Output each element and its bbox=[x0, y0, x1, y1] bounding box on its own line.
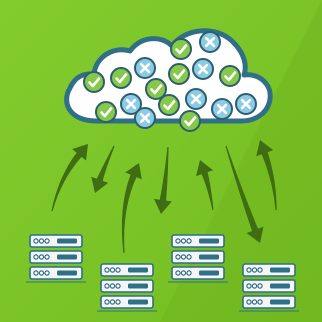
check-icon bbox=[179, 110, 201, 132]
cross-icon bbox=[185, 88, 207, 110]
upload-arrow-icon bbox=[256, 140, 277, 211]
server-icon bbox=[168, 234, 228, 283]
check-icon bbox=[219, 65, 241, 87]
cross-icon bbox=[199, 31, 221, 53]
check-icon bbox=[110, 67, 132, 89]
server-icon bbox=[26, 234, 86, 283]
check-icon bbox=[170, 38, 192, 60]
check-icon bbox=[158, 94, 180, 116]
cross-icon bbox=[235, 93, 257, 115]
check-icon bbox=[95, 101, 117, 123]
download-arrow-icon bbox=[225, 145, 264, 243]
download-arrow-icon bbox=[91, 145, 115, 193]
server-icon bbox=[239, 263, 299, 312]
download-arrow-icon bbox=[154, 146, 172, 214]
cloud-badges bbox=[83, 31, 257, 132]
cross-icon bbox=[120, 93, 142, 115]
cross-icon bbox=[192, 58, 214, 80]
cross-icon bbox=[211, 98, 233, 120]
upload-arrow-icon bbox=[51, 144, 88, 212]
cloud bbox=[64, 28, 273, 132]
cross-icon bbox=[134, 107, 156, 129]
check-icon bbox=[145, 78, 167, 100]
check-icon bbox=[83, 71, 105, 93]
upload-arrow-icon bbox=[121, 163, 142, 254]
server-racks bbox=[26, 234, 299, 312]
check-icon bbox=[168, 63, 190, 85]
sync-arrows bbox=[51, 140, 277, 254]
cross-icon bbox=[134, 57, 156, 79]
server-icon bbox=[97, 263, 157, 312]
upload-arrow-icon bbox=[196, 160, 214, 211]
